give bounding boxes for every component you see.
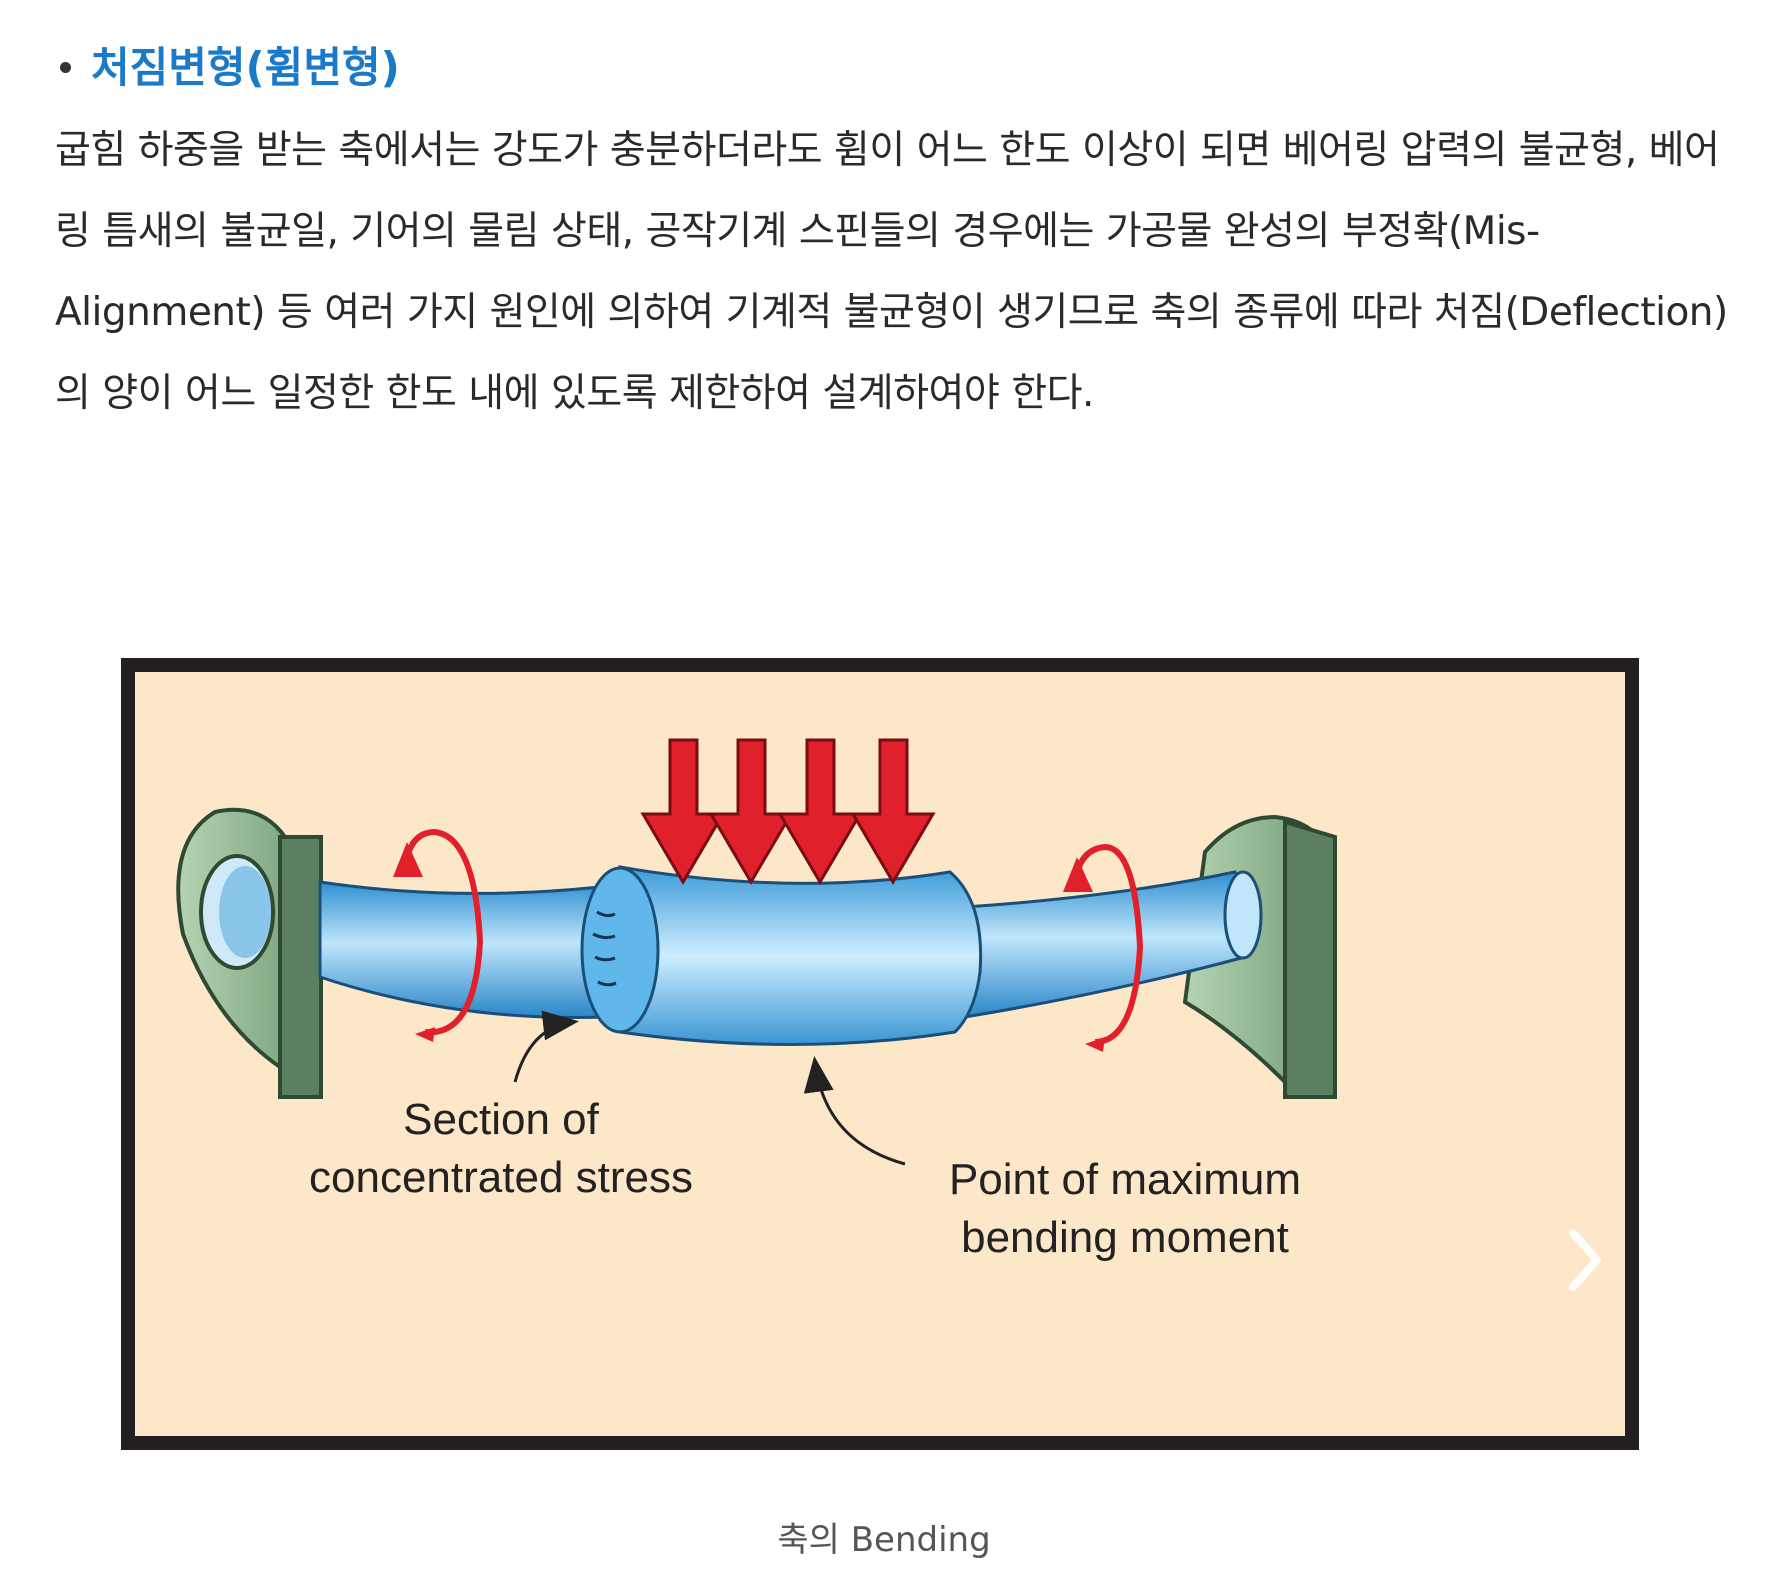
- center-collar: [580, 865, 983, 1046]
- stress-leader-line: [513, 1010, 579, 1083]
- left-shaft-segment: [318, 880, 607, 1019]
- section-heading: 처짐변형(휨변형): [60, 34, 400, 95]
- figure-caption: 축의 Bending: [777, 1520, 991, 1560]
- section-heading-text: 처짐변형(휨변형): [91, 43, 400, 92]
- bullet-icon: [60, 62, 71, 73]
- moment-label-line1: Point of maximum: [949, 1155, 1301, 1204]
- load-arrows: [640, 738, 936, 885]
- next-image-button[interactable]: [1555, 1215, 1615, 1305]
- body-paragraph: 굽힘 하중을 받는 축에서는 강도가 충분하더라도 휨이 어느 한도 이상이 되…: [55, 128, 1728, 416]
- shaft-bending-figure: Section of concentrated stress Point of …: [121, 658, 1639, 1450]
- load-arrow-icon: [640, 738, 726, 885]
- stress-label-line1: Section of: [403, 1095, 599, 1144]
- moment-leader-line: [803, 1056, 906, 1166]
- right-rotation-arrow-icon: [1063, 843, 1144, 1052]
- load-arrow-icon: [777, 738, 863, 885]
- moment-label-line2: bending moment: [961, 1213, 1289, 1262]
- stress-label-line2: concentrated stress: [309, 1153, 693, 1202]
- chevron-right-icon: [1569, 1229, 1601, 1291]
- left-rotation-arrow-icon: [393, 828, 484, 1042]
- load-arrow-icon: [850, 738, 936, 885]
- left-support: [176, 807, 323, 1099]
- load-arrow-icon: [708, 738, 794, 885]
